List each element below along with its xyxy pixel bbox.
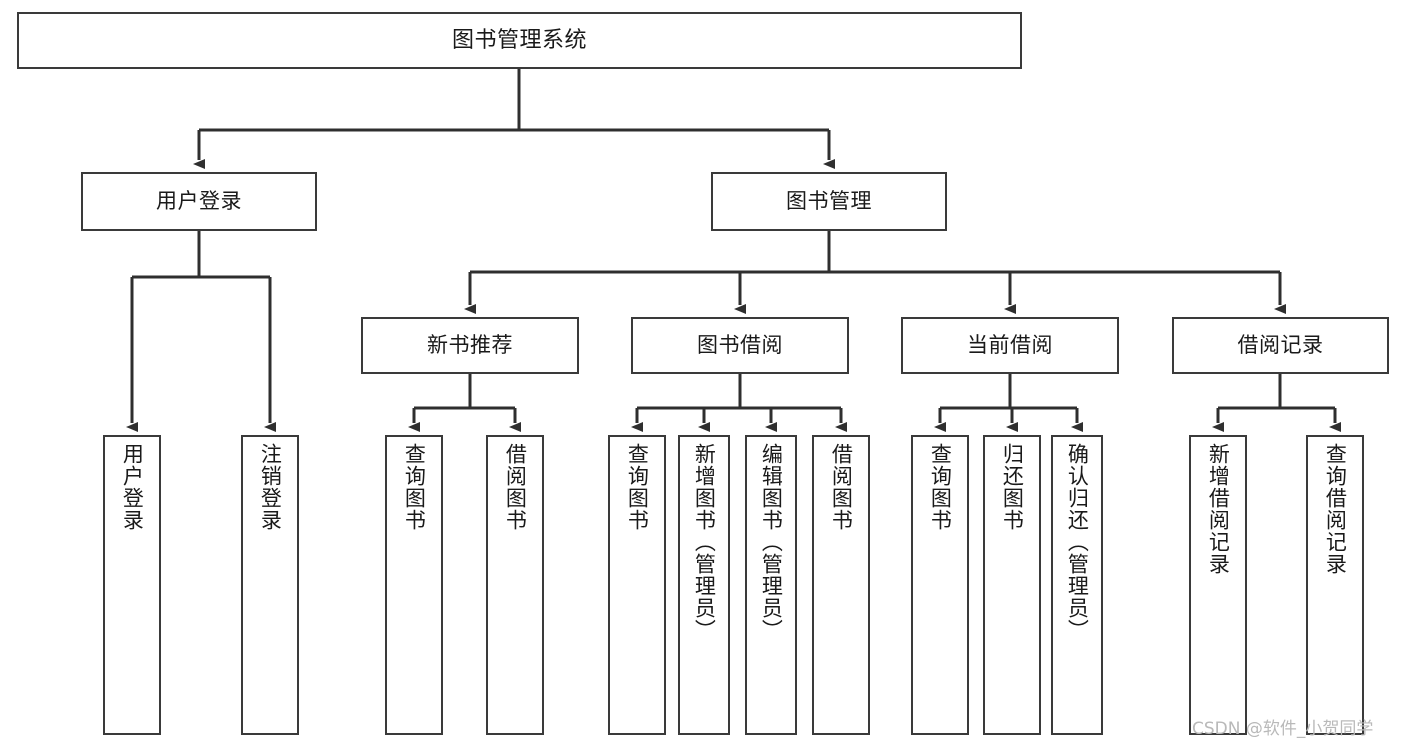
node-leaf-query-book-rec[interactable]: 查询图书 — [385, 435, 443, 735]
node-new-book-rec[interactable]: 新书推荐 — [361, 317, 579, 374]
node-leaf-confirm-return[interactable]: 确认归还（管理员） — [1051, 435, 1103, 735]
node-leaf-query-book-bor-label: 查询图书 — [625, 443, 650, 531]
node-root-label: 图书管理系统 — [451, 27, 587, 53]
node-root[interactable]: 图书管理系统 — [17, 12, 1022, 69]
node-book-manage-label: 图书管理 — [786, 189, 872, 214]
node-leaf-add-book-label: 新增图书（管理员） — [692, 443, 717, 641]
node-user-login[interactable]: 用户登录 — [81, 172, 317, 231]
node-new-book-rec-label: 新书推荐 — [427, 333, 513, 358]
node-leaf-add-record-label: 新增借阅记录 — [1206, 443, 1231, 575]
node-leaf-query-record-label: 查询借阅记录 — [1323, 443, 1348, 575]
node-book-manage[interactable]: 图书管理 — [711, 172, 947, 231]
node-leaf-query-record[interactable]: 查询借阅记录 — [1306, 435, 1364, 735]
node-current-borrow-label: 当前借阅 — [967, 333, 1053, 358]
node-leaf-borrow-book-rec-label: 借阅图书 — [503, 443, 528, 531]
node-leaf-add-record[interactable]: 新增借阅记录 — [1189, 435, 1247, 735]
node-leaf-query-book-bor[interactable]: 查询图书 — [608, 435, 666, 735]
node-leaf-return-book-label: 归还图书 — [1000, 443, 1025, 531]
node-user-login-label: 用户登录 — [156, 189, 242, 214]
node-leaf-add-book[interactable]: 新增图书（管理员） — [678, 435, 730, 735]
node-leaf-borrow-book-label: 借阅图书 — [829, 443, 854, 531]
node-borrow-record-label: 借阅记录 — [1237, 333, 1324, 358]
node-borrow-record[interactable]: 借阅记录 — [1172, 317, 1389, 374]
node-book-borrow[interactable]: 图书借阅 — [631, 317, 849, 374]
node-leaf-edit-book[interactable]: 编辑图书（管理员） — [745, 435, 797, 735]
csdn-watermark: CSDN @软件_小贺同学 — [1192, 719, 1374, 739]
node-leaf-edit-book-label: 编辑图书（管理员） — [759, 443, 784, 641]
node-leaf-logout[interactable]: 注销登录 — [241, 435, 299, 735]
node-leaf-borrow-book-rec[interactable]: 借阅图书 — [486, 435, 544, 735]
node-leaf-logout-label: 注销登录 — [258, 443, 283, 531]
node-current-borrow[interactable]: 当前借阅 — [901, 317, 1119, 374]
node-leaf-confirm-return-label: 确认归还（管理员） — [1065, 443, 1090, 641]
node-leaf-user-login[interactable]: 用户登录 — [103, 435, 161, 735]
node-leaf-query-book-cur-label: 查询图书 — [928, 443, 953, 531]
node-leaf-borrow-book[interactable]: 借阅图书 — [812, 435, 870, 735]
node-leaf-return-book[interactable]: 归还图书 — [983, 435, 1041, 735]
node-book-borrow-label: 图书借阅 — [697, 333, 783, 358]
node-leaf-query-book-cur[interactable]: 查询图书 — [911, 435, 969, 735]
node-leaf-user-login-label: 用户登录 — [120, 443, 145, 531]
node-leaf-query-book-rec-label: 查询图书 — [402, 443, 427, 531]
